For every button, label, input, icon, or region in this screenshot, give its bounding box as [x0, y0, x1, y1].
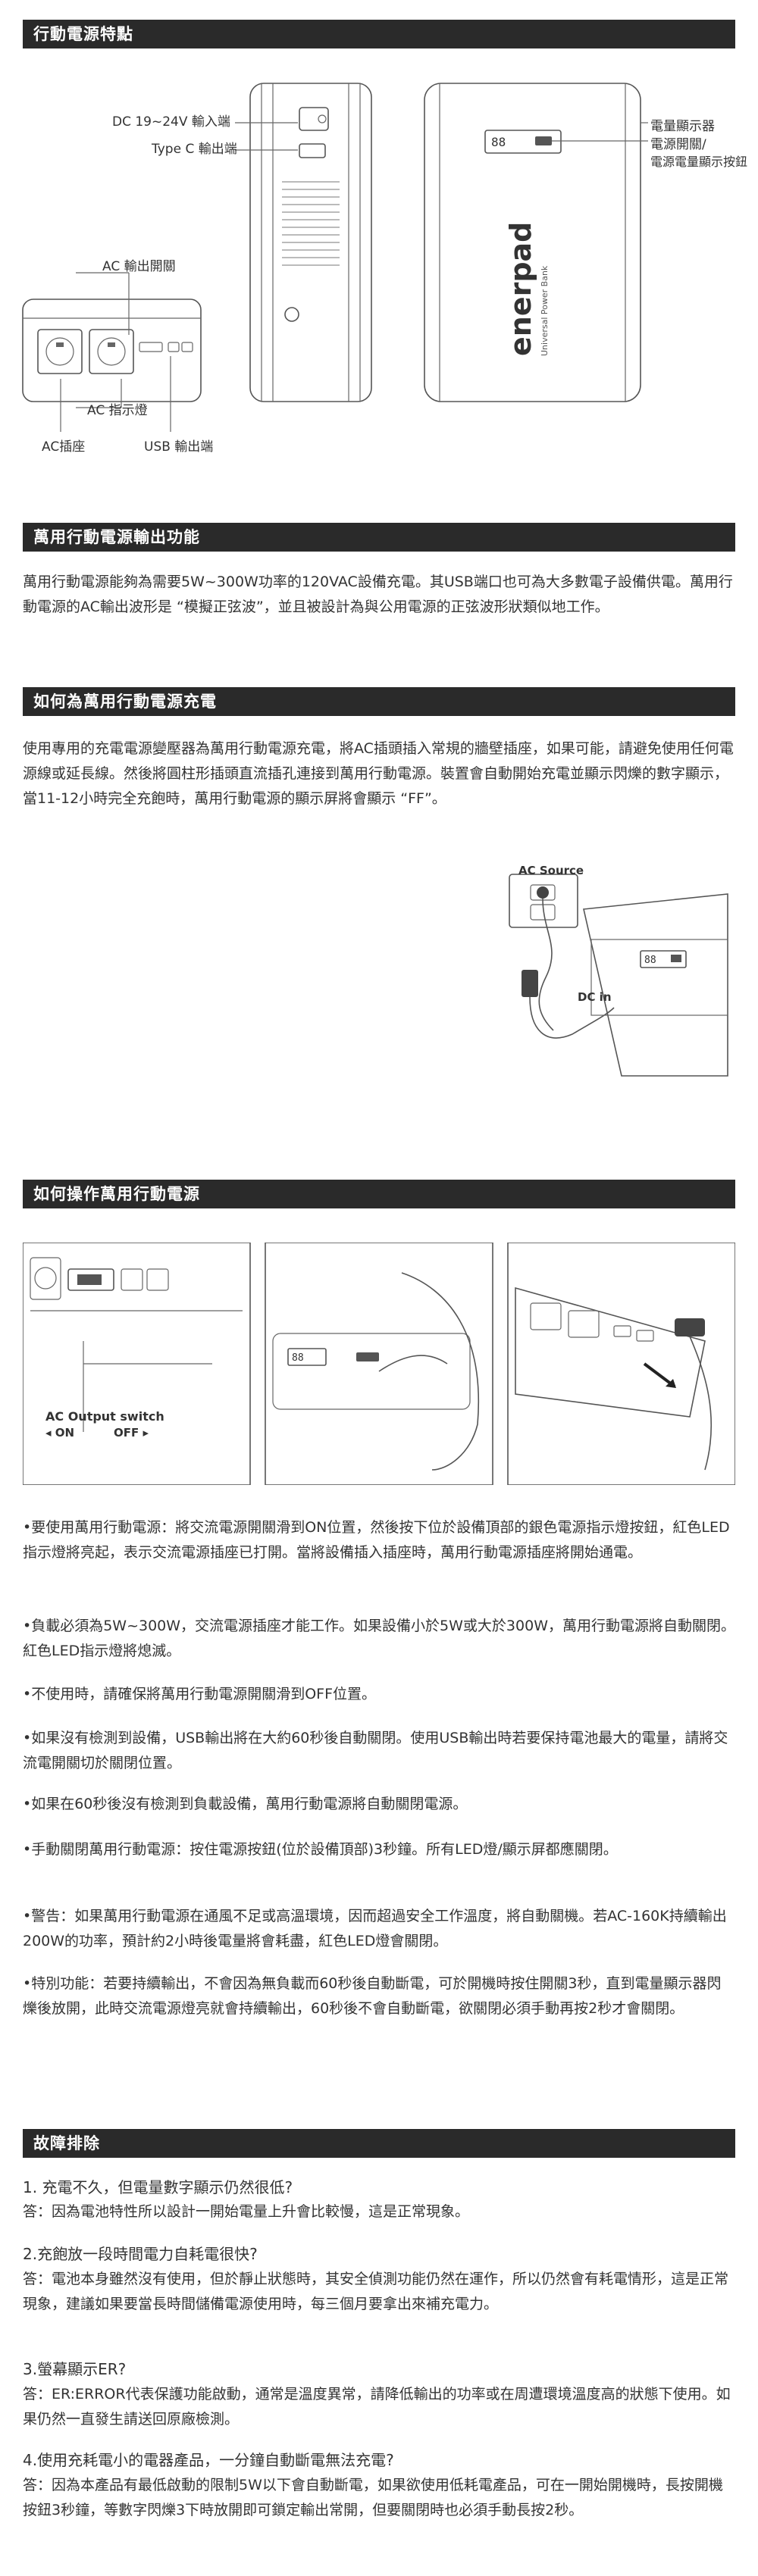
section-title-function: 萬用行動電源輸出功能	[23, 523, 735, 552]
label-power-switch-2: 電源電量顯示按鈕	[650, 155, 748, 169]
device-back-panel	[22, 272, 202, 432]
bullet-item: •手動關閉萬用行動電源：按住電源按鈕(位於設備頂部)3秒鐘。所有LED燈/顯示屏…	[23, 1841, 618, 1858]
function-paragraph: 萬用行動電源能夠為需要5W~300W功率的120VAC設備充電。其USB端口也可…	[23, 574, 733, 615]
section-title-charging: 如何為萬用行動電源充電	[23, 687, 735, 716]
label-ac-output-switch: AC Output switch	[45, 1409, 164, 1424]
label-power-switch-1: 電源開關/	[650, 137, 706, 152]
bullet-item: •警告：如果萬用行動電源在通風不足或高溫環境，因而超過安全工作溫度，將自動關機。…	[23, 1908, 727, 1949]
label-ac-socket: AC插座	[42, 439, 86, 455]
lcd-text: 88	[491, 135, 506, 149]
brand-logo: enerpad	[504, 222, 537, 356]
label-usb-output: USB 輸出端	[144, 439, 214, 455]
bullet-item: •負載必須為5W~300W，交流電源插座才能工作。如果設備小於5W或大於300W…	[23, 1618, 735, 1659]
faq-question: 1. 充電不久，但電量數字顯示仍然很低?	[23, 2178, 293, 2196]
section-title-features: 行動電源特點	[23, 20, 735, 48]
faq-answer: 答：因為電池特性所以設計一開始電量上升會比較慢，這是正常現象。	[23, 2203, 470, 2220]
label-ac-source: AC Source	[518, 864, 584, 877]
device-front-view: 88 enerpad Universal Power Bank	[424, 83, 648, 402]
charging-diagram: 88	[500, 856, 735, 1083]
product-diagram: 88 enerpad Universal Power Bank	[22, 83, 648, 432]
operation-diagram: 88	[23, 1243, 735, 1485]
label-dc-in: DC in	[578, 990, 612, 1004]
bullet-item: •不使用時，請確保將萬用行動電源開關滑到OFF位置。	[23, 1686, 377, 1702]
label-typec-output: Type C 輸出端	[152, 142, 237, 157]
bullet-item: •如果在60秒後沒有檢測到負載設備，萬用行動電源將自動關閉電源。	[23, 1796, 468, 1812]
faq-question: 3.螢幕顯示ER?	[23, 2360, 127, 2378]
faq-answer: 答：電池本身雖然沒有使用，但於靜止狀態時，其安全偵測功能仍然在運作，所以仍然會有…	[23, 2271, 729, 2312]
faq-question: 4.使用充耗電小的電器產品，一分鐘自動斷電無法充電?	[23, 2451, 394, 2469]
label-switch-on: ◂ ON	[45, 1426, 75, 1440]
bullet-item: •特別功能：若要持續輸出，不會因為無負載而60秒後自動斷電，可於開機時按住開關3…	[23, 1975, 722, 2017]
label-battery-display: 電量顯示器	[650, 119, 715, 134]
label-switch-off: OFF ▸	[114, 1426, 149, 1440]
faq-answer: 答：ER:ERROR代表保護功能啟動，通常是溫度異常，請降低輸出的功率或在周遭環…	[23, 2386, 731, 2428]
label-dc-input: DC 19~24V 輸入端	[112, 114, 230, 130]
label-ac-indicator: AC 指示燈	[87, 403, 148, 418]
bullet-item: •如果沒有檢測到設備，USB輸出將在大約60秒後自動關閉。使用USB輸出時若要保…	[23, 1730, 728, 1771]
device-side-view	[235, 83, 372, 402]
label-ac-switch: AC 輸出開關	[102, 259, 176, 274]
brand-subtitle: Universal Power Bank	[540, 265, 550, 356]
faq-question: 2.充飽放一段時間電力自耗電很快?	[23, 2245, 258, 2263]
section-title-troubleshoot: 故障排除	[23, 2129, 735, 2158]
svg-text:88: 88	[644, 955, 656, 966]
charging-paragraph: 使用專用的充電電源變壓器為萬用行動電源充電，將AC插頭插入常規的牆壁插座，如果可…	[23, 740, 734, 807]
svg-text:88: 88	[292, 1352, 304, 1364]
section-title-operation: 如何操作萬用行動電源	[23, 1180, 735, 1208]
bullet-item: •要使用萬用行動電源：將交流電源開關滑到ON位置，然後按下位於設備頂部的銀色電源…	[23, 1519, 730, 1561]
faq-answer: 答：因為本產品有最低啟動的限制5W以下會自動斷電，如果欲使用低耗電產品，可在一開…	[23, 2477, 723, 2518]
